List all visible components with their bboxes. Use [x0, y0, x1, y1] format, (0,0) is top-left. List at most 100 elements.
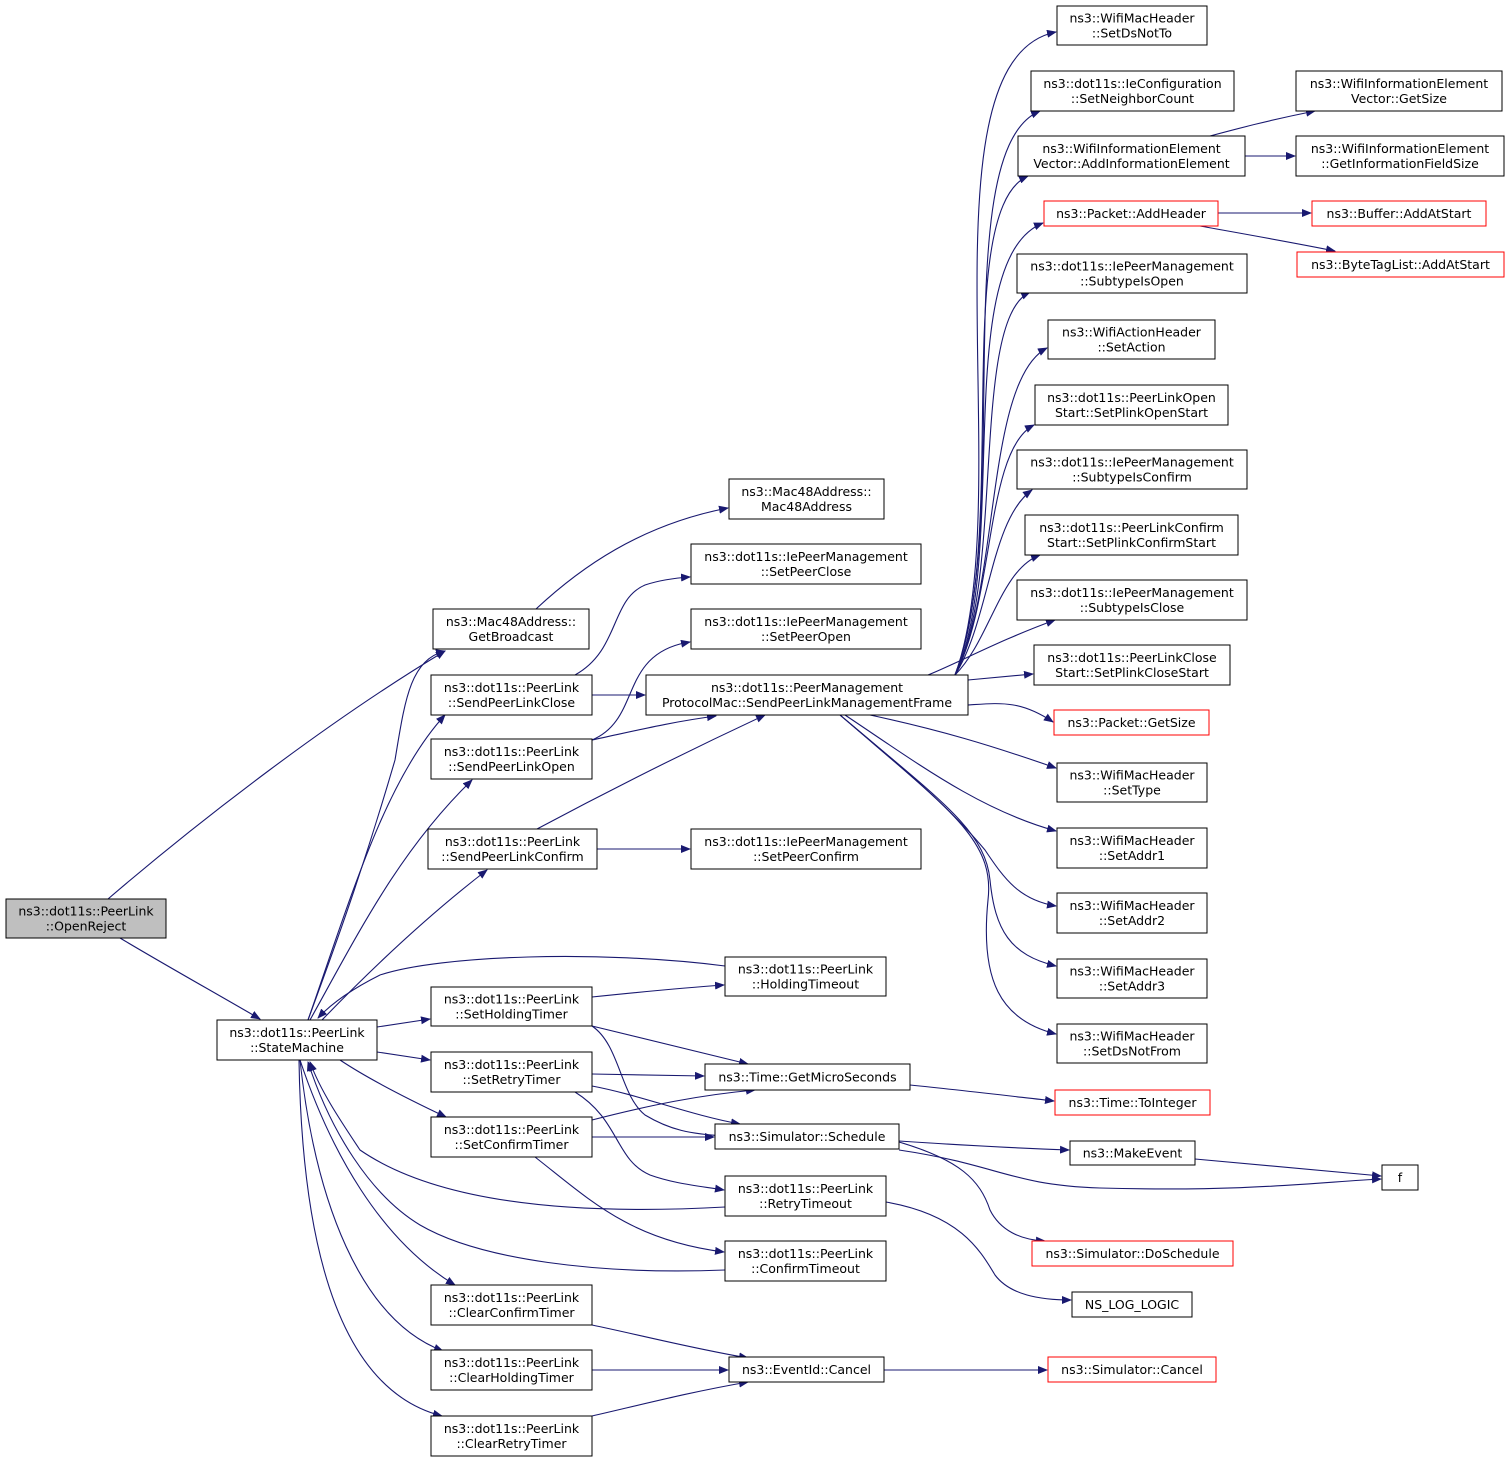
node-label-line: ::GetInformationFieldSize — [1321, 156, 1479, 171]
node-clear-holding-timer[interactable]: ns3::dot11s::PeerLink::ClearHoldingTimer — [430, 1349, 593, 1391]
node-get-broadcast[interactable]: ns3::Mac48Address::GetBroadcast — [432, 608, 590, 650]
node-label-line: ::SetPeerOpen — [761, 629, 851, 644]
edge-state-machine-to-set-holding-timer — [376, 1016, 431, 1028]
node-label-line: Start::SetPlinkCloseStart — [1055, 665, 1209, 680]
node-set-plink-open-start[interactable]: ns3::dot11s::PeerLinkOpenStart::SetPlink… — [1034, 384, 1229, 426]
edge-packet-add-header-to-byte-tag-list-add-at-start — [1199, 225, 1336, 254]
node-set-retry-timer[interactable]: ns3::dot11s::PeerLink::SetRetryTimer — [430, 1051, 593, 1093]
node-open-reject[interactable]: ns3::dot11s::PeerLink::OpenReject — [5, 898, 167, 939]
edge-set-retry-timer-to-get-micro-seconds — [591, 1071, 705, 1080]
call-edges — [107, 29, 1382, 1418]
node-buffer-add-at-start[interactable]: ns3::Buffer::AddAtStart — [1311, 200, 1487, 227]
node-send-peer-link-close[interactable]: ns3::dot11s::PeerLink::SendPeerLinkClose — [430, 674, 593, 716]
node-ns-log-logic[interactable]: NS_LOG_LOGIC — [1071, 1291, 1193, 1318]
node-label-line: ns3::Packet::AddHeader — [1056, 206, 1207, 221]
edge-set-retry-timer-to-retry-timeout — [574, 1091, 725, 1193]
node-holding-timeout[interactable]: ns3::dot11s::PeerLink::HoldingTimeout — [724, 956, 887, 997]
node-label-line: ::ClearConfirmTimer — [448, 1305, 575, 1320]
edge-set-holding-timer-to-holding-timeout — [591, 981, 725, 998]
node-clear-retry-timer[interactable]: ns3::dot11s::PeerLink::ClearRetryTimer — [430, 1415, 593, 1457]
node-label-line: ns3::Time::GetMicroSeconds — [718, 1070, 896, 1085]
node-set-ds-not-to[interactable]: ns3::WifiMacHeader::SetDsNotTo — [1056, 5, 1208, 46]
edge-clear-confirm-timer-to-event-cancel — [591, 1324, 749, 1361]
edge-get-micro-seconds-to-time-to-integer — [909, 1084, 1055, 1104]
node-packet-get-size[interactable]: ns3::Packet::GetSize — [1053, 709, 1210, 736]
node-label-line: ns3::dot11s::PeerLink — [444, 744, 580, 759]
node-label-line: ns3::WifiInformationElement — [1310, 76, 1488, 91]
node-get-micro-seconds[interactable]: ns3::Time::GetMicroSeconds — [704, 1063, 911, 1091]
edge-send-peer-link-open-to-set-peer-open — [591, 639, 691, 741]
node-label-line: ::SetRetryTimer — [463, 1072, 562, 1087]
edge-state-machine-to-clear-retry-timer — [298, 1059, 443, 1418]
node-simulator-do-schedule[interactable]: ns3::Simulator::DoSchedule — [1031, 1240, 1234, 1267]
node-f[interactable]: f — [1381, 1164, 1419, 1191]
node-subtype-is-open[interactable]: ns3::dot11s::IePeerManagement::SubtypeIs… — [1016, 253, 1248, 294]
edge-state-machine-to-clear-confirm-timer — [299, 1059, 456, 1286]
node-label-line: ns3::dot11s::PeerLinkClose — [1047, 650, 1217, 665]
node-label-line: ns3::dot11s::PeerLink — [445, 834, 581, 849]
node-retry-timeout[interactable]: ns3::dot11s::PeerLink::RetryTimeout — [724, 1175, 887, 1217]
node-time-to-integer[interactable]: ns3::Time::ToInteger — [1054, 1089, 1211, 1116]
node-set-ds-not-from[interactable]: ns3::WifiMacHeader::SetDsNotFrom — [1056, 1023, 1208, 1064]
node-send-mgmt-frame[interactable]: ns3::dot11s::PeerManagementProtocolMac::… — [645, 674, 969, 716]
edge-send-mgmt-frame-to-set-ds-not-to — [954, 29, 1057, 676]
node-label-line: ns3::dot11s::PeerLink — [229, 1025, 365, 1040]
edge-send-mgmt-frame-to-subtype-is-close — [927, 619, 1056, 676]
node-simulator-schedule[interactable]: ns3::Simulator::Schedule — [714, 1123, 900, 1150]
node-set-addr2[interactable]: ns3::WifiMacHeader::SetAddr2 — [1056, 892, 1208, 934]
node-label-line: ns3::dot11s::IePeerManagement — [1030, 259, 1234, 274]
node-label-line: ::SetHoldingTimer — [455, 1007, 568, 1022]
edge-send-peer-link-confirm-to-send-mgmt-frame — [536, 714, 766, 830]
edge-send-mgmt-frame-to-set-neighbor-count — [954, 110, 1041, 676]
node-wie-get-info-field-size[interactable]: ns3::WifiInformationElement::GetInformat… — [1295, 135, 1505, 177]
node-set-neighbor-count[interactable]: ns3::dot11s::IeConfiguration::SetNeighbo… — [1030, 70, 1235, 112]
node-label-line: ::SubtypeIsConfirm — [1072, 470, 1192, 485]
edge-send-mgmt-frame-to-set-action — [954, 347, 1048, 676]
edge-state-machine-to-set-confirm-timer — [339, 1059, 447, 1118]
node-send-peer-link-open[interactable]: ns3::dot11s::PeerLink::SendPeerLinkOpen — [430, 738, 593, 780]
node-label-line: ::SetNeighborCount — [1071, 91, 1194, 106]
node-set-addr3[interactable]: ns3::WifiMacHeader::SetAddr3 — [1056, 958, 1208, 999]
node-label-line: ProtocolMac::SendPeerLinkManagementFrame — [662, 695, 952, 710]
call-nodes: ns3::dot11s::PeerLink::OpenRejectns3::do… — [5, 5, 1505, 1457]
edge-add-information-element-to-wie-get-size — [1209, 108, 1316, 137]
node-set-addr1[interactable]: ns3::WifiMacHeader::SetAddr1 — [1056, 827, 1208, 869]
node-wie-get-size[interactable]: ns3::WifiInformationElementVector::GetSi… — [1295, 70, 1503, 112]
node-simulator-cancel[interactable]: ns3::Simulator::Cancel — [1047, 1356, 1217, 1383]
node-mac48-ctor[interactable]: ns3::Mac48Address::Mac48Address — [728, 478, 885, 520]
node-set-action[interactable]: ns3::WifiActionHeader::SetAction — [1047, 319, 1216, 360]
node-state-machine[interactable]: ns3::dot11s::PeerLink::StateMachine — [216, 1019, 378, 1061]
node-label-line: ::StateMachine — [250, 1040, 344, 1055]
node-set-holding-timer[interactable]: ns3::dot11s::PeerLink::SetHoldingTimer — [430, 986, 593, 1027]
node-confirm-timeout[interactable]: ns3::dot11s::PeerLink::ConfirmTimeout — [724, 1240, 887, 1282]
node-send-peer-link-confirm[interactable]: ns3::dot11s::PeerLink::SendPeerLinkConfi… — [427, 828, 598, 870]
node-label-line: ns3::WifiMacHeader — [1069, 898, 1195, 913]
node-label-line: ns3::WifiInformationElement — [1311, 141, 1489, 156]
node-add-information-element[interactable]: ns3::WifiInformationElementVector::AddIn… — [1017, 135, 1246, 177]
node-subtype-is-confirm[interactable]: ns3::dot11s::IePeerManagement::SubtypeIs… — [1016, 449, 1248, 490]
node-label-line: ns3::dot11s::PeerLink — [738, 962, 874, 977]
node-label-line: ::ConfirmTimeout — [751, 1261, 860, 1276]
node-set-peer-close[interactable]: ns3::dot11s::IePeerManagement::SetPeerCl… — [690, 543, 922, 585]
node-make-event[interactable]: ns3::MakeEvent — [1069, 1140, 1196, 1166]
node-label-line: ns3::ByteTagList::AddAtStart — [1311, 257, 1490, 272]
node-set-confirm-timer[interactable]: ns3::dot11s::PeerLink::SetConfirmTimer — [430, 1116, 593, 1158]
node-packet-add-header[interactable]: ns3::Packet::AddHeader — [1043, 200, 1219, 227]
edge-send-mgmt-frame-to-packet-get-size — [967, 703, 1054, 723]
node-set-type[interactable]: ns3::WifiMacHeader::SetType — [1056, 762, 1208, 803]
node-set-peer-confirm[interactable]: ns3::dot11s::IePeerManagement::SetPeerCo… — [690, 828, 922, 870]
node-event-cancel[interactable]: ns3::EventId::Cancel — [728, 1356, 885, 1383]
node-subtype-is-close[interactable]: ns3::dot11s::IePeerManagement::SubtypeIs… — [1016, 579, 1248, 621]
edge-holding-timeout-to-state-machine — [317, 955, 726, 1019]
node-label-line: ns3::WifiMacHeader — [1069, 833, 1195, 848]
node-label-line: ::SetConfirmTimer — [455, 1137, 570, 1152]
node-set-peer-open[interactable]: ns3::dot11s::IePeerManagement::SetPeerOp… — [690, 608, 922, 650]
node-byte-tag-list-add-at-start[interactable]: ns3::ByteTagList::AddAtStart — [1296, 251, 1505, 278]
node-label-line: ns3::dot11s::PeerLink — [738, 1181, 874, 1196]
node-set-plink-confirm-start[interactable]: ns3::dot11s::PeerLinkConfirmStart::SetPl… — [1024, 514, 1239, 556]
node-label-line: ns3::Simulator::Schedule — [729, 1129, 886, 1144]
node-clear-confirm-timer[interactable]: ns3::dot11s::PeerLink::ClearConfirmTimer — [430, 1284, 593, 1326]
node-set-plink-close-start[interactable]: ns3::dot11s::PeerLinkCloseStart::SetPlin… — [1033, 644, 1231, 686]
node-label-line: ns3::Packet::GetSize — [1067, 715, 1195, 730]
node-label-line: ns3::dot11s::IePeerManagement — [1030, 585, 1234, 600]
